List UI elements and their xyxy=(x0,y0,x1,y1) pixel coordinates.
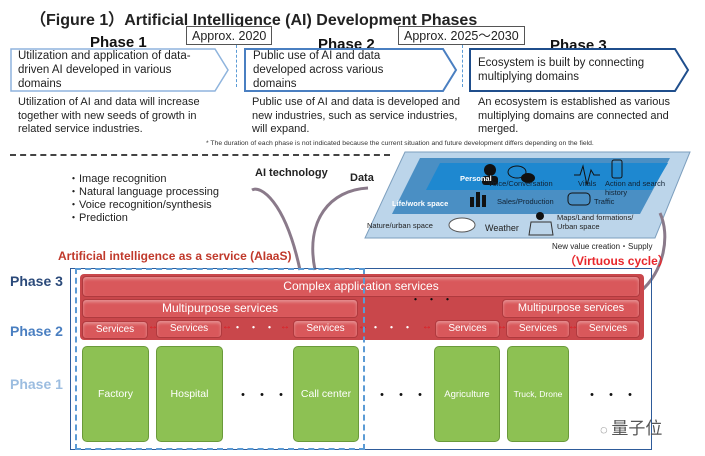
timeline-2025-2030: Approx. 2025～2030 xyxy=(398,26,525,45)
cycle-caption: New value creation・Supply xyxy=(552,242,653,251)
data-layers-graphic xyxy=(251,151,691,294)
conversation-icon xyxy=(507,165,527,179)
virtuous-cycle-label: （Virtuous cycle） xyxy=(564,254,670,268)
double-arrow-icon: ↔ xyxy=(497,321,507,332)
chevron-phase-1 xyxy=(10,48,229,92)
bar-chart-icon xyxy=(470,197,474,207)
chevron-phase-3 xyxy=(469,48,690,92)
timeline-2020: Approx. 2020 xyxy=(186,26,273,45)
services-box: Services xyxy=(82,321,148,339)
phase-3-summary: Ecosystem is built by connecting multipl… xyxy=(478,57,645,83)
domain-call-center: Call center xyxy=(293,346,359,442)
vitals-icon xyxy=(574,164,600,186)
phase-1-2-dashed-outline xyxy=(75,268,365,450)
map-icon xyxy=(528,221,554,236)
data-maps: Maps/Land formations/ Urban space xyxy=(557,213,634,231)
wechat-icon: ◌ xyxy=(600,422,612,437)
ellipsis: ・・・ xyxy=(410,294,458,306)
row-phase-1: Phase 1 xyxy=(10,376,63,392)
person-icon xyxy=(484,164,496,176)
services-box: Services xyxy=(156,320,222,338)
domain-hospital: Hospital xyxy=(156,346,223,442)
page-title: （Figure 1）Artificial Intelligence (AI) D… xyxy=(30,12,478,29)
domain-agriculture: Agriculture xyxy=(434,346,500,442)
phase-2-description: Public use of AI and data is developed a… xyxy=(252,96,460,135)
row-phase-2: Phase 2 xyxy=(10,323,63,339)
services-box: Services xyxy=(435,320,500,338)
domain-factory: Factory xyxy=(82,346,149,442)
arrow-ai-to-aiaas xyxy=(311,186,369,271)
section-divider xyxy=(10,154,390,156)
double-arrow-icon: ↔ xyxy=(222,321,232,332)
car-icon xyxy=(567,192,591,206)
ellipsis: ・・・ xyxy=(585,387,642,403)
data-weather: Weather xyxy=(485,223,519,233)
layer-life-work: Life/work space xyxy=(392,199,449,208)
data-action-search: Action and search history xyxy=(605,179,666,197)
double-arrow-icon: ↔ xyxy=(422,321,432,332)
phase-3-description: An ecosystem is established as various m… xyxy=(478,96,670,135)
services-box: Services xyxy=(576,320,640,338)
ellipsis: ・・・ xyxy=(370,322,418,334)
double-arrow-icon: ↔ xyxy=(568,321,578,332)
footnote: * The duration of each phase is not indi… xyxy=(206,140,594,147)
data-voice: Voice/Conversation xyxy=(488,179,553,188)
ellipsis: ・・・ xyxy=(232,322,280,334)
arrow-virtuous-cycle xyxy=(639,212,667,294)
watermark: ◌ 量子位 xyxy=(600,414,662,439)
ellipsis: ・・・ xyxy=(236,387,293,403)
phase-chevrons xyxy=(10,48,690,92)
map-pin-icon xyxy=(536,212,544,220)
phase-1-description: Utilization of AI and data will increase… xyxy=(18,96,200,135)
divider xyxy=(462,45,463,87)
layer-nature-urban: Nature/urban space xyxy=(367,221,433,230)
data-vitals: Vitals xyxy=(578,179,597,188)
double-arrow-icon: ↔ xyxy=(148,321,158,332)
ai-tech-item: ・Voice recognition/synthesis xyxy=(68,199,212,211)
divider xyxy=(236,45,237,87)
arrow-ai-tech-to-aiaas xyxy=(251,187,302,271)
ai-tech-item: ・Natural language processing xyxy=(68,186,220,198)
double-arrow-icon: ↔ xyxy=(280,321,290,332)
services-box: Services xyxy=(506,320,570,338)
complex-application-services: Complex application services xyxy=(82,276,640,297)
phase-1-summary: Utilization and application of data-driv… xyxy=(18,50,191,90)
aiaas-label: Artificial intelligence as a service (AI… xyxy=(58,249,292,263)
row-phase-3: Phase 3 xyxy=(10,273,63,289)
phase-1-heading: Phase 1 xyxy=(90,34,147,51)
ai-tech-item: ・Image recognition xyxy=(68,173,167,185)
cloud-icon xyxy=(448,217,476,233)
data-sales: Sales/Production xyxy=(497,197,554,206)
multipurpose-services-left: Multipurpose services xyxy=(82,299,358,318)
domain-truck-drone: Truck, Drone xyxy=(507,346,569,442)
data-label: Data xyxy=(350,172,374,184)
services-box: Services xyxy=(293,320,358,338)
chevron-phase-2 xyxy=(244,48,458,92)
ai-tech-item: ・Prediction xyxy=(68,212,128,224)
layer-personal: Personal xyxy=(460,174,492,183)
watermark-text: 量子位 xyxy=(611,419,663,438)
ellipsis: ・・・ xyxy=(375,387,432,403)
multipurpose-services-right: Multipurpose services xyxy=(502,299,640,318)
ai-technology-list: ・Image recognition ・Natural language pro… xyxy=(68,173,219,225)
phone-icon xyxy=(611,159,623,179)
phase-2-summary: Public use of AI and data developed acro… xyxy=(253,50,384,90)
data-traffic: Traffic xyxy=(594,197,615,206)
ai-technology-label: AI technology xyxy=(255,167,328,179)
